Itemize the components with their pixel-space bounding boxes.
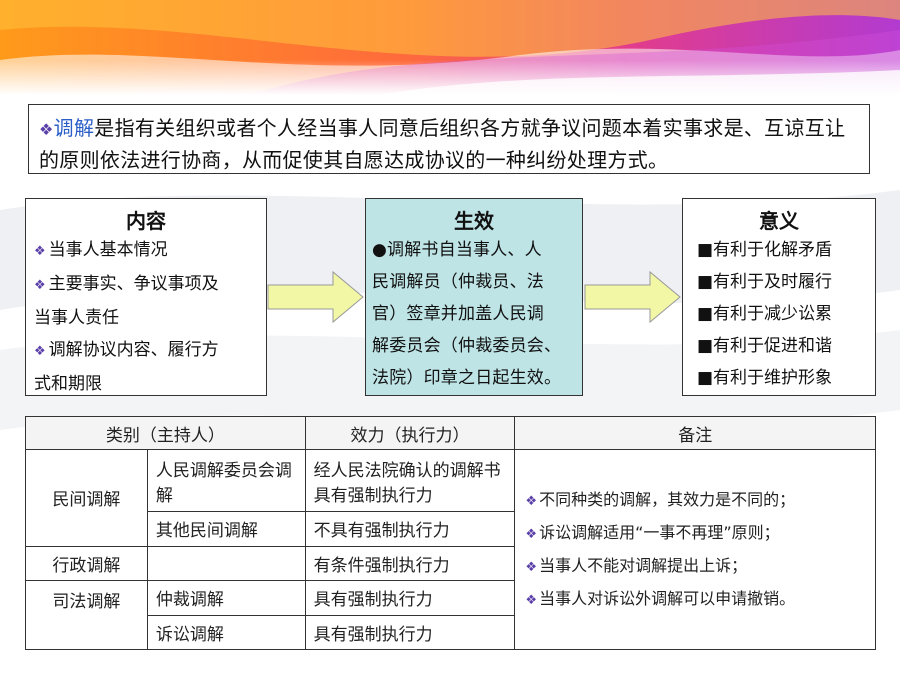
diamond-bullet-icon: ❖ [525,526,538,542]
right-arrow-icon [267,270,364,324]
meaning-box: 意义 ■有利于化解矛盾 ■有利于及时履行 ■有利于减少讼累 ■有利于促进和谐 ■… [682,198,876,396]
definition-text: 是指有关组织或者个人经当事人同意后组织各方就争议问题本着实事求是、互谅互让的原则… [39,116,846,172]
diamond-bullet-icon: ❖ [525,493,538,509]
right-arrow-icon [584,270,681,324]
subcategory-cell: 仲裁调解 [146,580,306,616]
effect-cell: 不具有强制执行力 [304,511,516,547]
header-category: 类别（主持人） [25,416,306,450]
table-row: 司法调解 仲裁调解 具有强制执行力 [25,580,876,650]
category-admin: 行政调解 [25,545,148,581]
subcategory-cell: 其他民间调解 [146,511,306,547]
effect-title: 生效 [454,209,494,233]
effect-line: 官）签章并加盖人民调 [372,304,544,324]
note-item: ❖当事人不能对调解提出上诉； [525,555,748,575]
header-effect: 效力（执行力） [304,416,516,450]
subcategory-cell-empty [146,545,306,581]
diamond-bullet-icon: ❖ [525,559,538,575]
table-row: 行政调解 有条件强制执行力 [25,545,876,581]
content-item: ❖当事人基本情况 [34,240,168,260]
table-row: 民间调解 人民调解委员会调解 经人民法院确认的调解书具有强制执行力 ❖不同种类的… [25,449,876,650]
meaning-item: ■有利于化解矛盾 [697,240,833,260]
meaning-item: ■有利于促进和谐 [697,336,833,356]
table-row: 诉讼调解 具有强制执行力 [26,614,876,650]
effect-box: 生效 ●调解书自当事人、人 民调解员（仲裁员、法 官）签章并加盖人民调 解委员会… [365,198,583,396]
meaning-title: 意义 [759,209,799,233]
content-box: 内容 ❖当事人基本情况 ❖主要事实、争议事项及 当事人责任 ❖调解协议内容、履行… [25,198,267,396]
meaning-item: ■有利于及时履行 [697,272,833,292]
table-row: 其他民间调解 不具有强制执行力 [26,511,876,547]
content-item: ❖调解协议内容、履行方 [34,340,219,360]
content-item: ❖主要事实、争议事项及 [34,274,219,294]
content-item-continued: 当事人责任 [34,308,119,328]
meaning-item: ■有利于减少讼累 [697,304,833,324]
decorative-banner [0,0,900,95]
note-item: ❖诉讼调解适用“一事不再理”原则； [525,522,780,542]
definition-term: 调解 [53,116,95,140]
subcategory-cell: 人民调解委员会调解 [146,449,306,512]
effect-cell: 具有强制执行力 [304,614,516,650]
note-item: ❖当事人对诉讼外调解可以申请撤销。 [525,588,796,608]
header-notes: 备注 [514,416,876,450]
effect-cell: 有条件强制执行力 [304,545,516,581]
diamond-bullet-icon: ❖ [34,344,46,359]
effect-cell: 经人民法院确认的调解书具有强制执行力 [304,449,516,512]
content-item-continued: 式和期限 [34,374,102,394]
category-judicial: 司法调解 [25,580,148,650]
effect-line: 解委员会（仲裁委员会、 [372,336,562,356]
diamond-bullet-icon: ❖ [34,244,46,259]
diamond-bullet-icon: ❖ [34,278,46,293]
mediation-types-table: 类别（主持人） 效力（执行力） 备注 民间调解 人民调解委员会调解 经人民法院确… [25,416,876,650]
note-item: ❖不同种类的调解，其效力是不同的； [525,489,796,509]
subcategory-cell: 诉讼调解 [146,614,306,650]
content-title: 内容 [126,209,166,233]
effect-line: ●调解书自当事人、人 [372,240,542,260]
meaning-item: ■有利于维护形象 [697,368,833,388]
diamond-bullet-icon: ❖ [39,120,54,139]
diamond-bullet-icon: ❖ [525,592,538,608]
effect-line: 民调解员（仲裁员、法 [372,272,544,292]
effect-cell: 具有强制执行力 [304,580,516,616]
category-civil: 民间调解 [25,449,148,547]
definition-box: ❖调解是指有关组织或者个人经当事人同意后组织各方就争议问题本着实事求是、互谅互让… [28,104,870,174]
effect-line: 法院）印章之日起生效。 [372,368,562,388]
table-header-row: 类别（主持人） 效力（执行力） 备注 [25,416,876,450]
notes-cell: ❖不同种类的调解，其效力是不同的； ❖诉讼调解适用“一事不再理”原则； ❖当事人… [514,449,876,650]
